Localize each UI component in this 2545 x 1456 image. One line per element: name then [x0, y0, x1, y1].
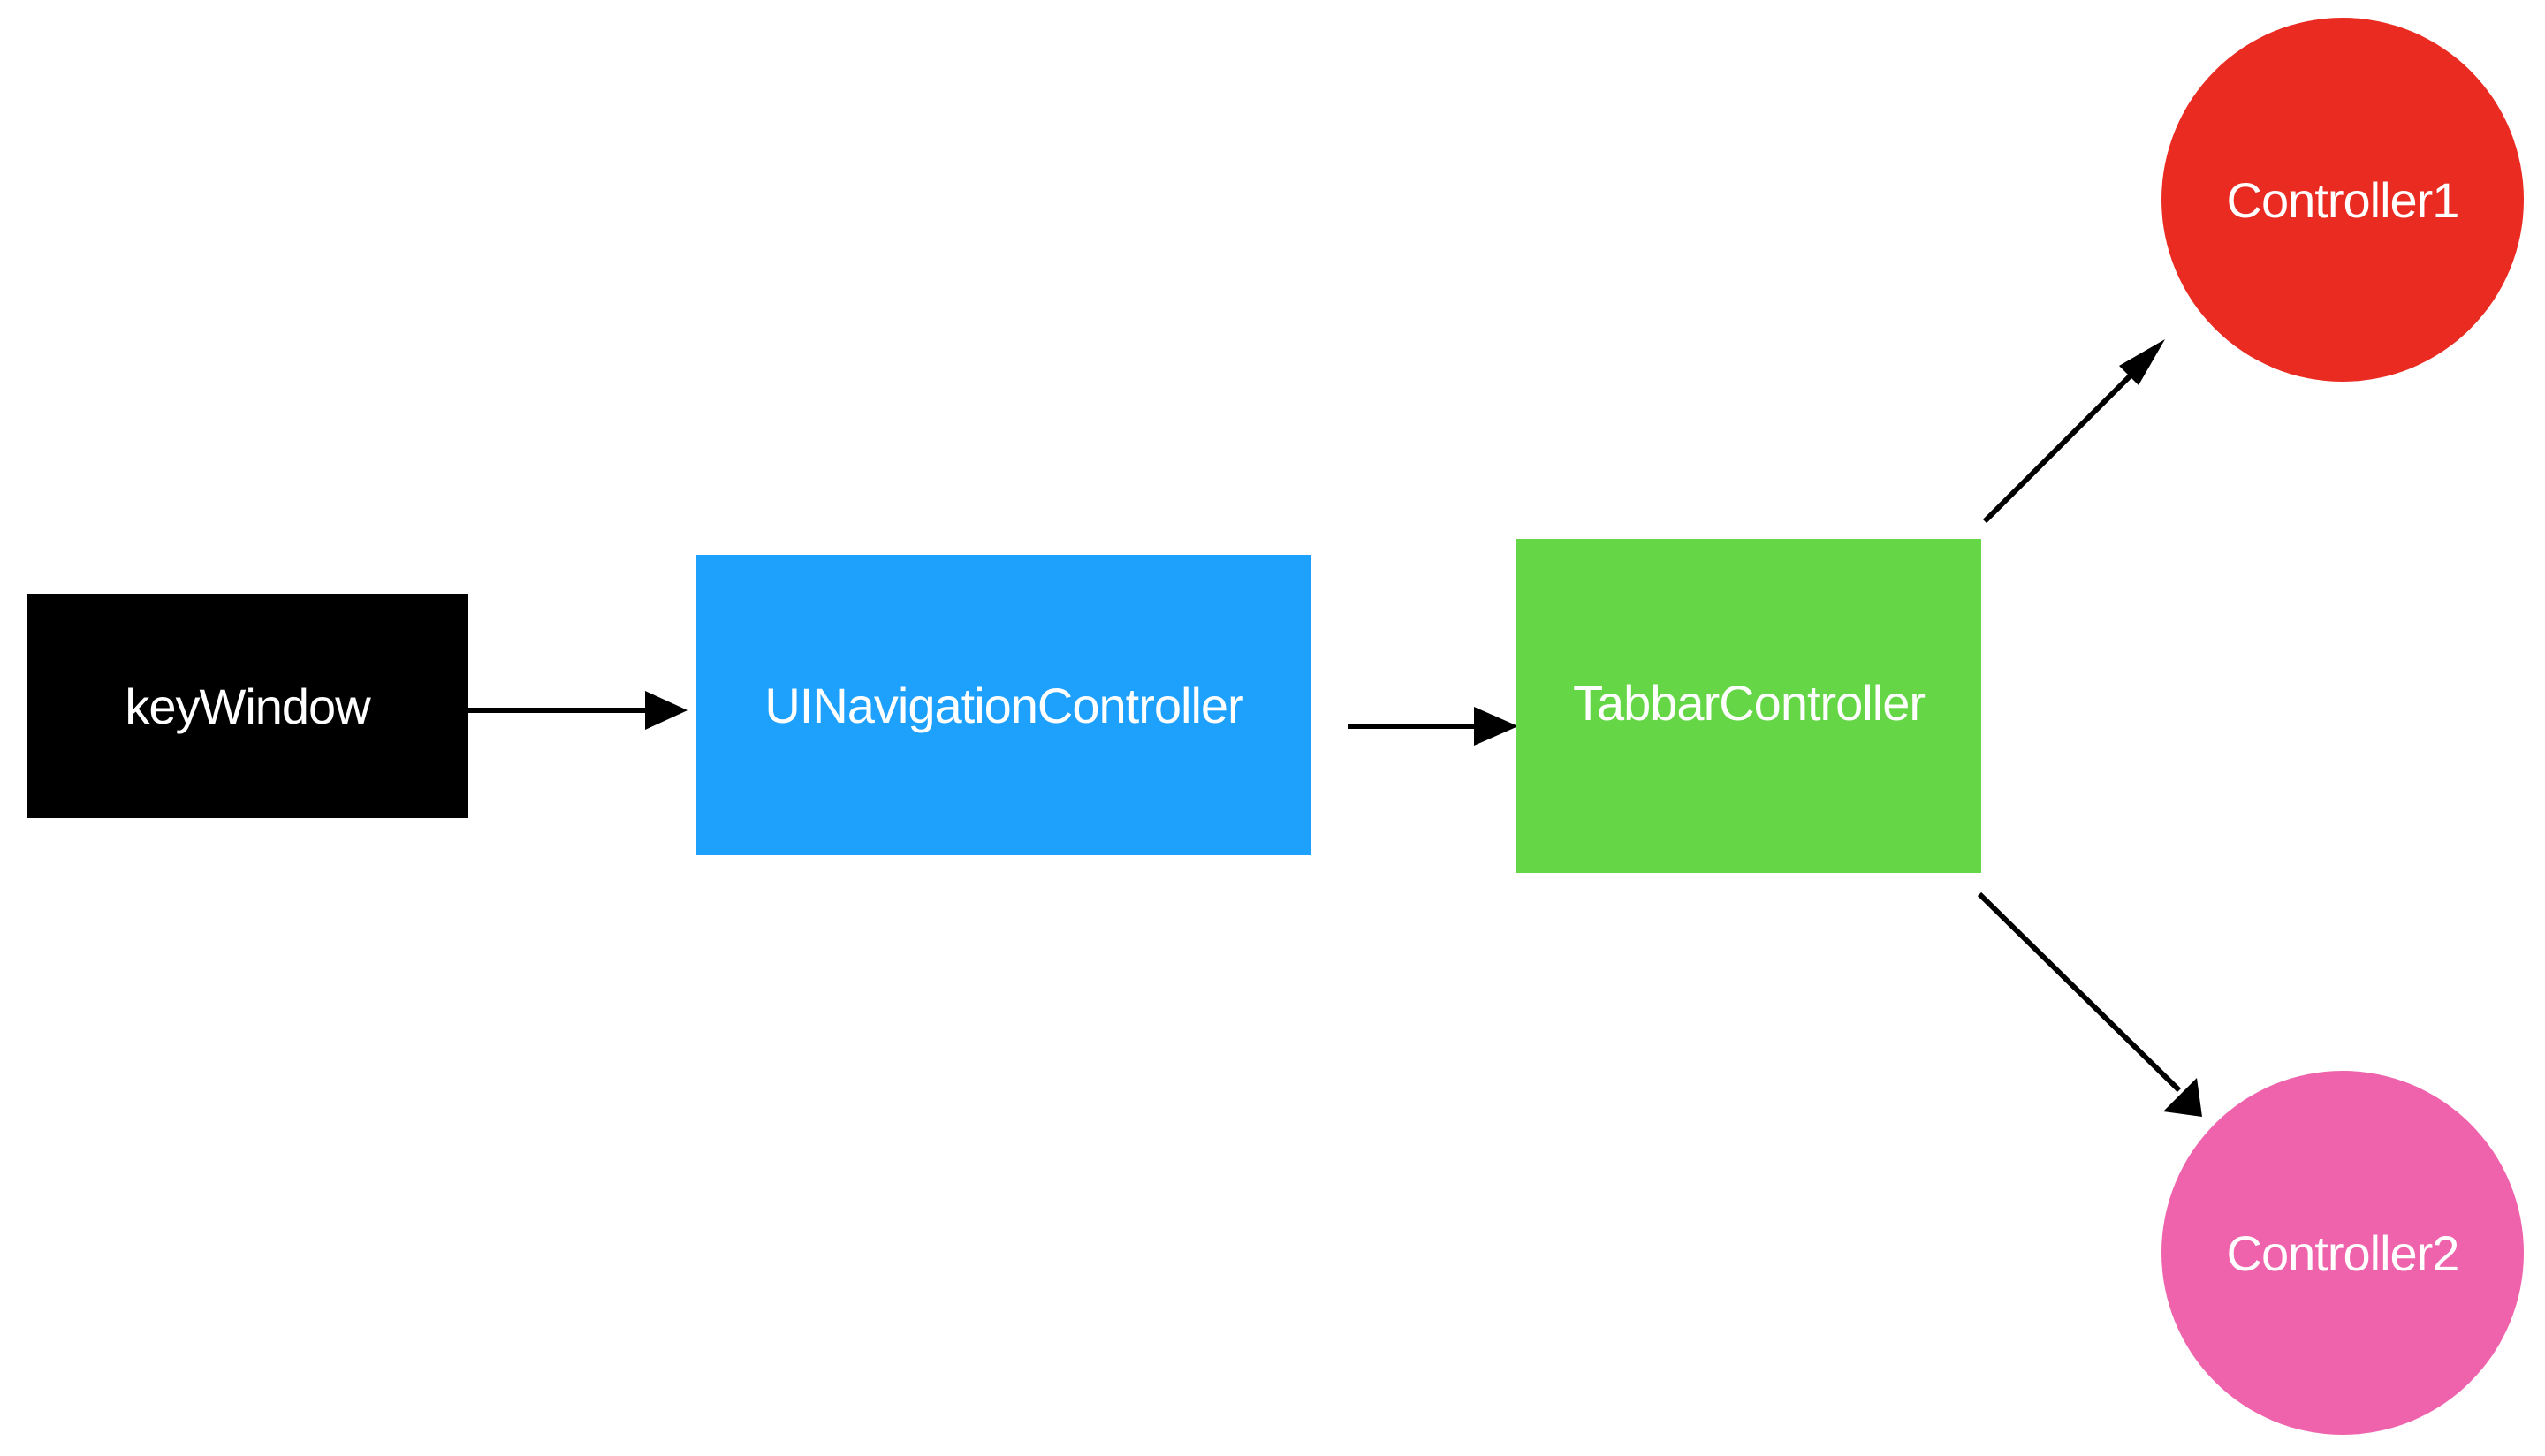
edge-nav-to-tabbar: [1348, 707, 1518, 746]
controller1-label: Controller1: [2226, 171, 2460, 228]
navigation-controller-node: UINavigationController: [696, 555, 1311, 855]
edge-tabbar-to-controller1: [1982, 339, 2165, 524]
tabbar-controller-label: TabbarController: [1573, 674, 1926, 731]
keywindow-label: keyWindow: [125, 678, 370, 734]
controller1-node: Controller1: [2161, 18, 2524, 382]
tabbar-controller-node: TabbarController: [1516, 539, 1981, 873]
edge-keywindow-to-nav: [468, 691, 688, 730]
navigation-controller-label: UINavigationController: [764, 677, 1243, 733]
controller2-node: Controller2: [2161, 1071, 2524, 1435]
controller2-label: Controller2: [2226, 1225, 2460, 1281]
keywindow-node: keyWindow: [27, 594, 468, 818]
edge-tabbar-to-controller2: [1977, 891, 2202, 1117]
